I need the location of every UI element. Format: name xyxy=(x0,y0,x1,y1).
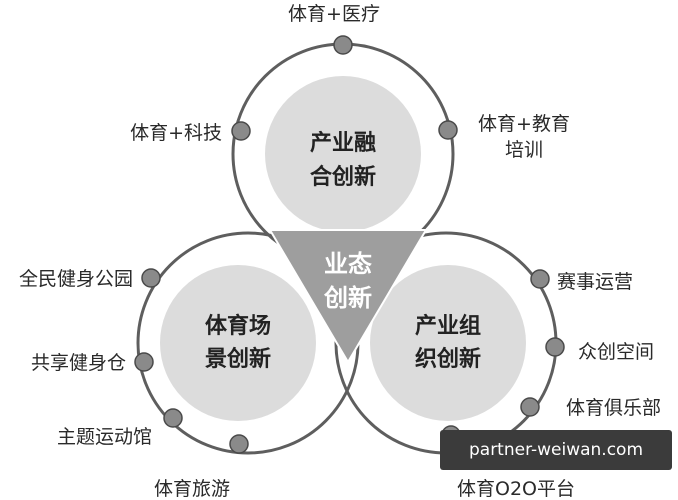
label-sports-medical: 体育+医疗 xyxy=(288,3,380,25)
center-title-line1: 业态 xyxy=(324,250,372,278)
label-sports-tech: 体育+科技 xyxy=(130,122,222,144)
dot-shared xyxy=(134,352,154,372)
right-circle-title-line1: 产业组 xyxy=(415,313,481,339)
label-shared-gym-pod: 共享健身仓 xyxy=(31,352,126,374)
dot-club xyxy=(520,397,540,417)
label-maker-space: 众创空间 xyxy=(578,341,654,363)
watermark-badge: partner-weiwan.com xyxy=(440,430,672,470)
label-sports-education-line1: 体育+教育 xyxy=(478,113,570,135)
top-inner-circle xyxy=(265,76,421,232)
label-fitness-park: 全民健身公园 xyxy=(19,268,133,290)
label-sports-club: 体育俱乐部 xyxy=(566,397,661,419)
label-event-operations: 赛事运营 xyxy=(557,271,633,293)
center-title-line2: 创新 xyxy=(323,284,372,312)
dot-crowd xyxy=(545,337,565,357)
dot-tech xyxy=(231,121,251,141)
dot-tourism xyxy=(229,434,249,454)
left-circle-title-line2: 景创新 xyxy=(205,346,271,372)
top-circle-title-line1: 产业融 xyxy=(310,131,376,156)
dot-park xyxy=(141,268,161,288)
right-circle-title-line2: 织创新 xyxy=(415,346,481,372)
label-sports-education-line2: 培训 xyxy=(505,139,543,161)
label-sports-tourism: 体育旅游 xyxy=(154,478,230,500)
dot-medical xyxy=(333,35,353,55)
dot-venue xyxy=(163,408,183,428)
top-circle-title-line2: 合创新 xyxy=(310,164,376,190)
dot-education xyxy=(438,120,458,140)
dot-events xyxy=(530,269,550,289)
label-theme-sports-hall: 主题运动馆 xyxy=(57,426,152,448)
label-sports-o2o-platform: 体育O2O平台 xyxy=(457,478,575,500)
left-circle-title-line1: 体育场 xyxy=(205,313,271,339)
center-triangle xyxy=(268,229,428,364)
left-inner-circle xyxy=(160,265,316,421)
right-inner-circle xyxy=(370,265,526,421)
